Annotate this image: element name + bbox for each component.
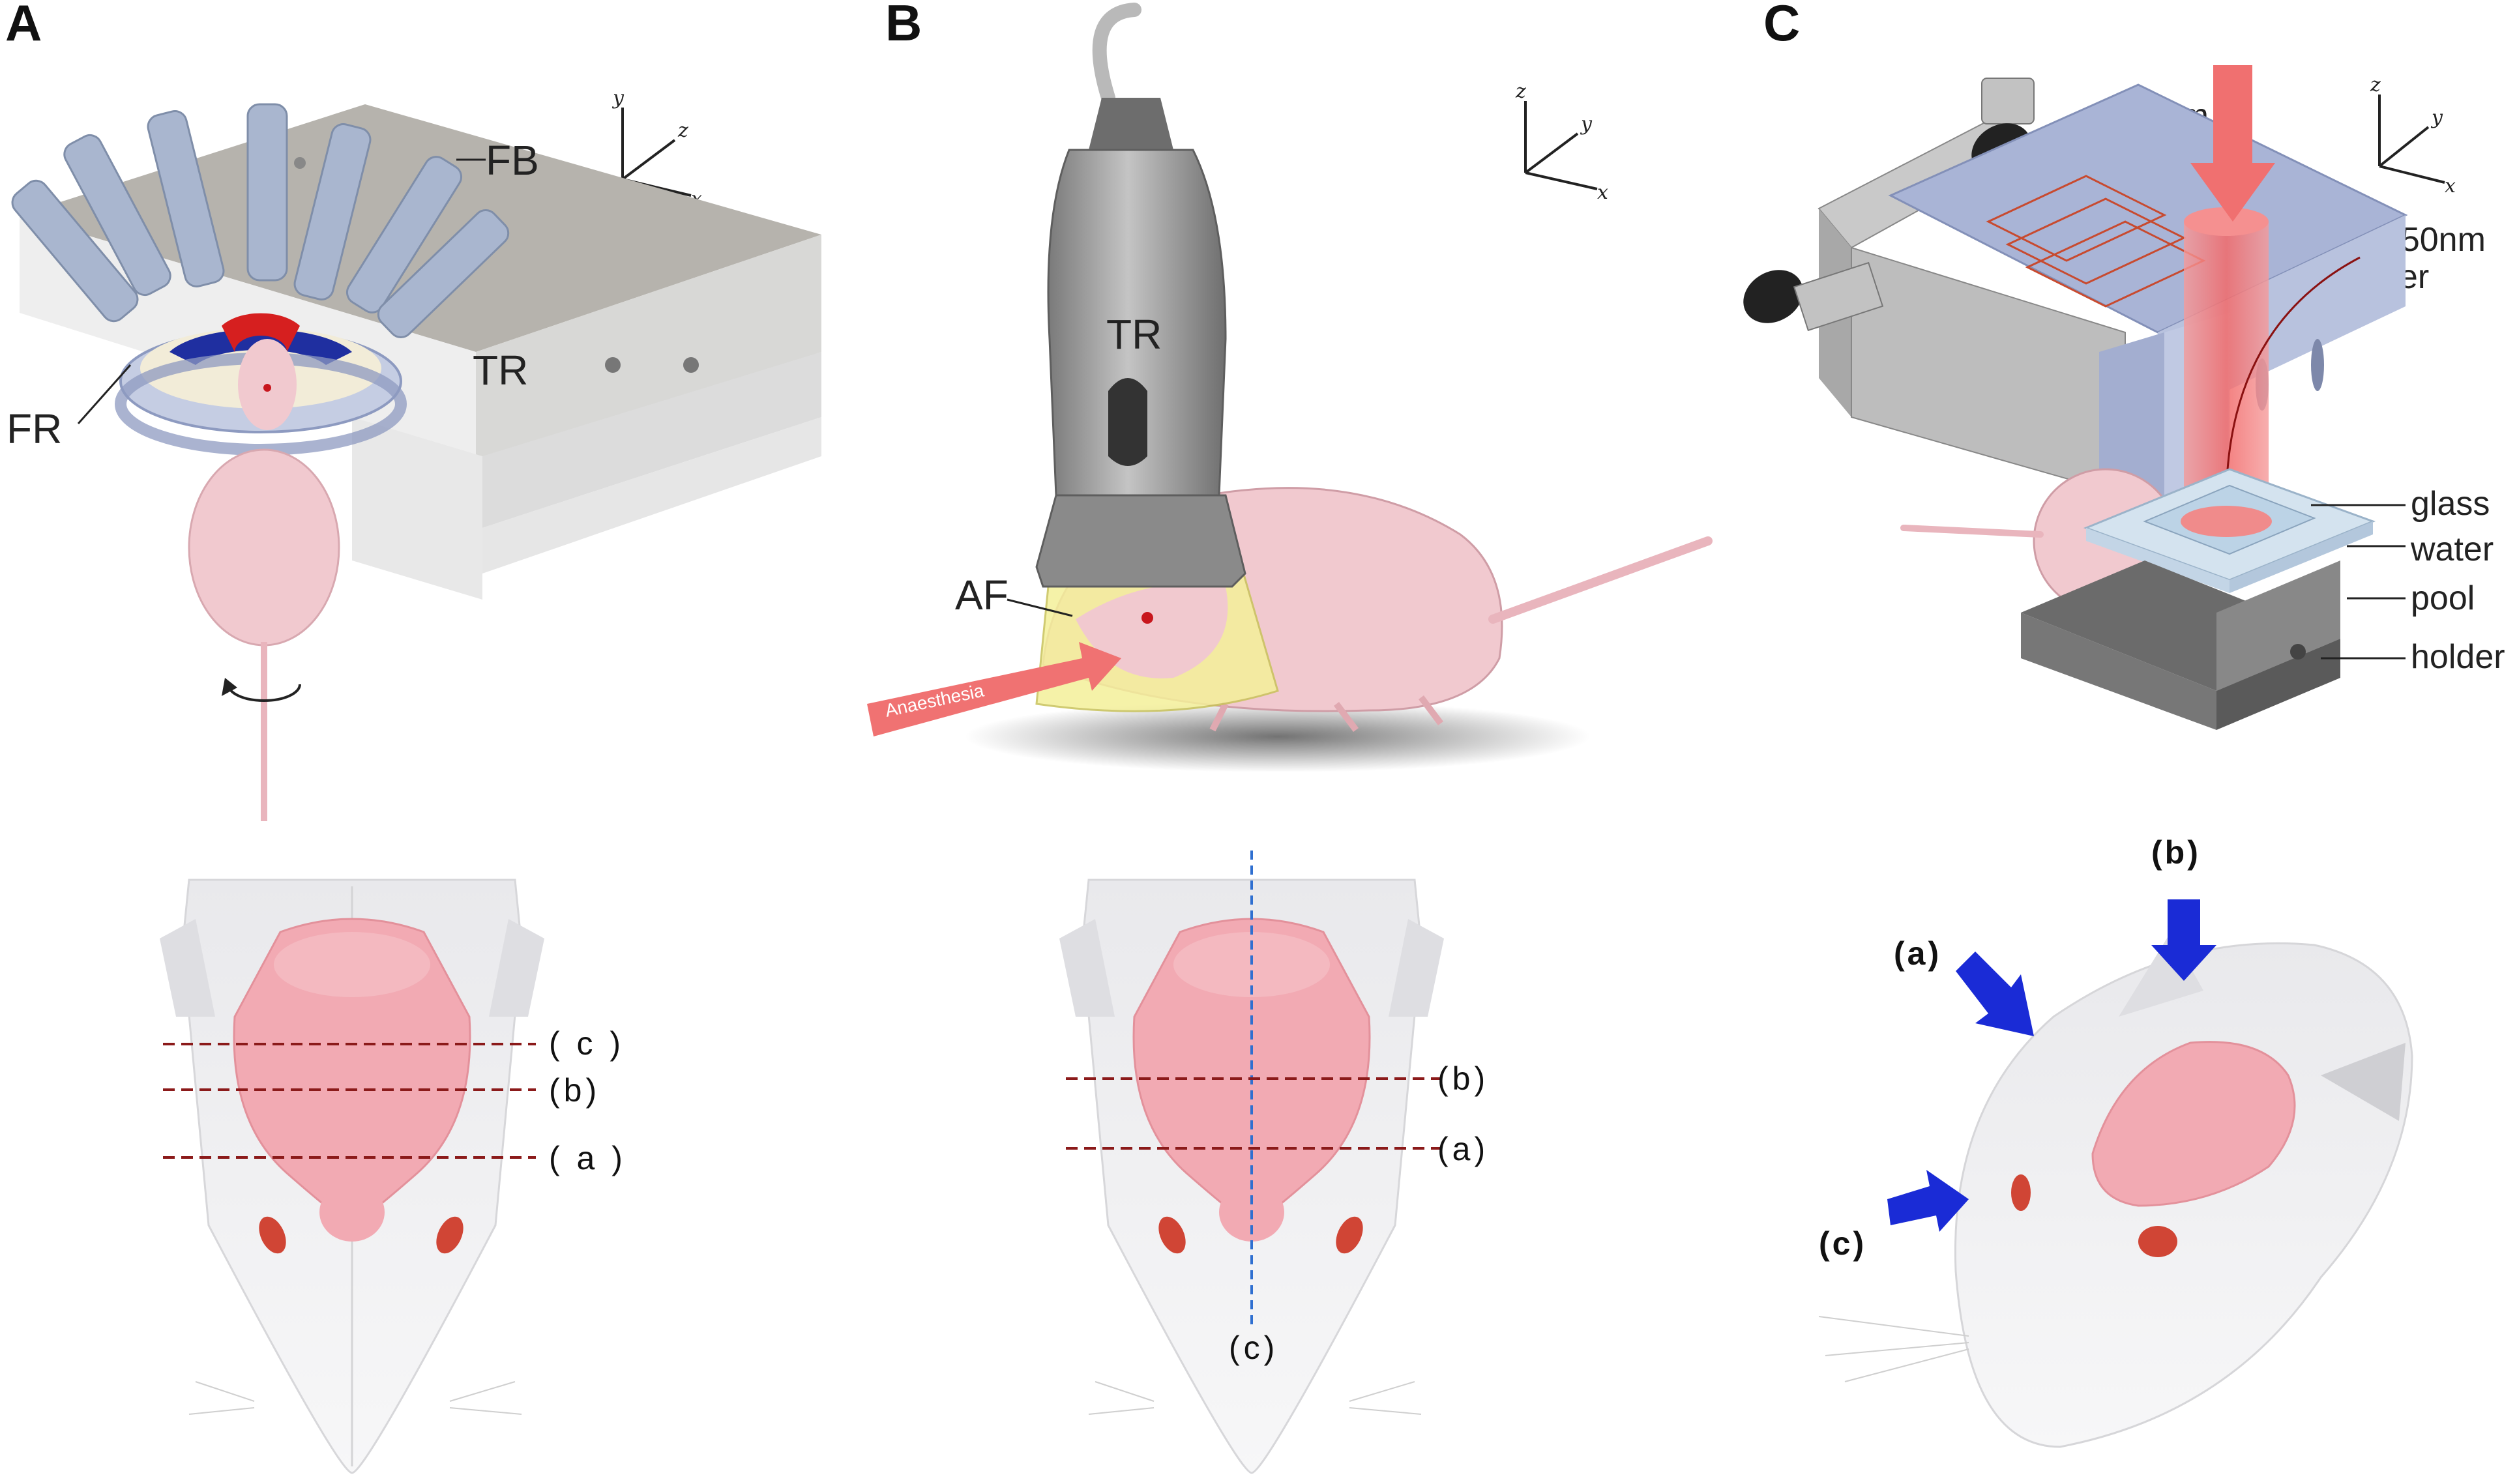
plane-label-b-b: (b) bbox=[1437, 1060, 1489, 1097]
fiber-line bbox=[2225, 256, 2361, 496]
panel-b: B z y x AF bbox=[867, 0, 1713, 1474]
axis-z-label: z bbox=[677, 119, 688, 142]
plane-lines-a bbox=[163, 1043, 536, 1159]
part-label-pool: pool bbox=[2411, 579, 2475, 617]
holder bbox=[2021, 560, 2340, 730]
part-label-glass: glass bbox=[2411, 485, 2490, 523]
ultrasound-transducer bbox=[1035, 3, 1246, 588]
plane-label-b-c: (c) bbox=[1229, 1330, 1278, 1366]
part-label-holder: holder bbox=[2411, 638, 2505, 676]
rotation-arrow bbox=[227, 684, 301, 702]
laser-beam bbox=[2184, 65, 2275, 521]
head-view-b bbox=[1059, 879, 1444, 1474]
part-label-water: water bbox=[2410, 531, 2494, 568]
axes-c bbox=[2378, 95, 2445, 184]
callout-af: AF bbox=[955, 572, 1008, 618]
view-arrow-b bbox=[2151, 899, 2216, 981]
panel-a: A y z x bbox=[5, 0, 821, 1474]
plane-label-a-c: ( c ) bbox=[549, 1025, 625, 1062]
axis-y-label: y bbox=[611, 87, 625, 109]
axis-x-line-c bbox=[2379, 165, 2445, 184]
part-leaders bbox=[2311, 504, 2406, 660]
panel-c: C z y x 1064nm laser 1550nm fiber bbox=[1743, 0, 2505, 1448]
callout-tr-b: TR bbox=[1106, 311, 1162, 358]
callout-fr: FR bbox=[7, 405, 62, 452]
panel-label-b: B bbox=[885, 0, 922, 51]
fr-leader bbox=[77, 364, 132, 424]
anaesthesia-arrow bbox=[867, 642, 1121, 736]
view-label-c: (c) bbox=[1819, 1225, 1866, 1262]
view-label-b: (b) bbox=[2151, 834, 2201, 871]
panel-label-c: C bbox=[1763, 0, 1800, 51]
view-arrow-a bbox=[1956, 952, 2034, 1036]
axis-y-line-c bbox=[2378, 126, 2430, 167]
head-view-a bbox=[160, 879, 544, 1474]
axes-b bbox=[1524, 101, 1598, 190]
axis-z-label-c: z bbox=[2370, 74, 2381, 96]
callout-tr-a: TR bbox=[473, 347, 528, 394]
axis-x-label-c: x bbox=[2445, 175, 2456, 197]
plane-lines-b bbox=[1066, 1077, 1441, 1150]
plane-label-a-b: (b) bbox=[549, 1072, 600, 1109]
axis-y-label-c: y bbox=[2430, 106, 2443, 129]
view-label-a: (a) bbox=[1894, 935, 1941, 972]
axis-y-line-b bbox=[1524, 132, 1579, 174]
view-arrows bbox=[1887, 899, 2216, 1232]
head-view-c bbox=[1818, 932, 2413, 1448]
plane-label-a-a: ( a ) bbox=[549, 1140, 626, 1176]
axis-x-label-b: x bbox=[1597, 181, 1608, 204]
view-arrow-c bbox=[1887, 1170, 1969, 1232]
callout-fb: FB bbox=[486, 137, 539, 184]
plane-label-b-a: (a) bbox=[1437, 1131, 1489, 1167]
mouse-a bbox=[188, 339, 340, 821]
rotation-arrow-head bbox=[222, 678, 237, 696]
axis-z-label-b: z bbox=[1515, 80, 1526, 103]
mouse-shadow bbox=[965, 701, 1591, 772]
fiber-bundles bbox=[11, 103, 510, 338]
axis-x-line-b bbox=[1525, 171, 1598, 190]
af-leader bbox=[1007, 598, 1073, 617]
panel-label-a: A bbox=[5, 0, 42, 51]
pool-assembly bbox=[2083, 468, 2376, 593]
axis-z-line bbox=[621, 139, 676, 181]
axis-y-label-b: y bbox=[1580, 113, 1593, 136]
